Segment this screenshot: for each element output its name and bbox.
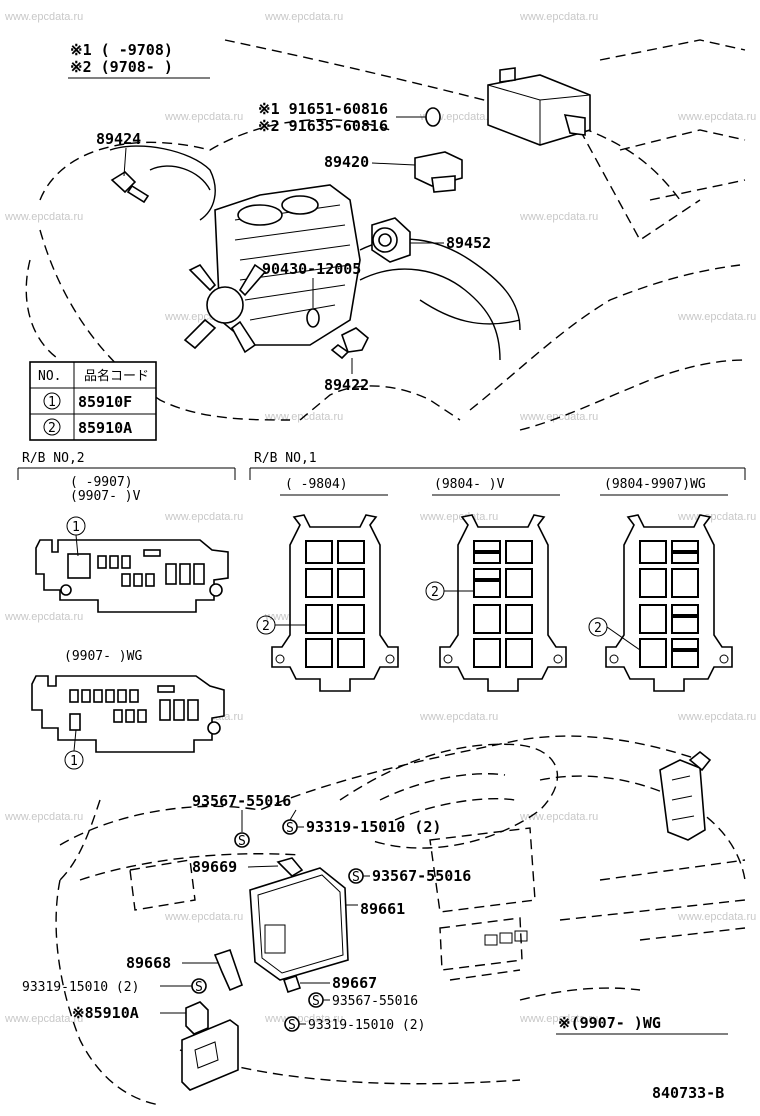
table-header-no: NO. (38, 369, 61, 384)
rb1-col3: (9804-9907)WG (604, 477, 706, 492)
rb2-sub3: (9907- )WG (64, 649, 142, 664)
intake-temp-sensor-icon (110, 170, 150, 204)
watermark: www.epcdata.ru (164, 511, 243, 523)
callout-85910a: ※85910A (72, 1004, 139, 1022)
rb2-title: R/B NO,2 (22, 451, 85, 466)
callout-93319-a: 93319-15010 (2) (306, 818, 441, 836)
callout-bolt-v2: ※2 91635-60816 (258, 117, 388, 135)
rb1-col2: (9804- )V (434, 477, 505, 492)
callout-89422: 89422 (324, 376, 369, 394)
svg-text:S: S (288, 1018, 296, 1033)
rb2-sub1: ( -9907) (70, 475, 133, 490)
table-row-code: 85910F (78, 393, 132, 411)
callout-89424: 89424 (96, 130, 141, 148)
top-callouts: 89424 ※1 91651-60816 ※2 91635-60816 8942… (96, 100, 491, 394)
watermark: www.epcdata.ru (264, 11, 343, 23)
relay-code-table: NO. 品名コード 1 85910F 2 85910A (29, 361, 157, 441)
watermark: www.epcdata.ru (419, 511, 498, 523)
svg-text:S: S (286, 821, 294, 836)
relay-ref-2: 2 (431, 585, 439, 600)
callout-89661: 89661 (360, 900, 405, 918)
fuse-block-2 (439, 514, 567, 692)
table-row-no: 2 (48, 421, 56, 436)
map-sensor-icon (414, 151, 463, 193)
bottom-callouts: 93567-55016 93319-15010 (2) 89669 93567-… (22, 792, 728, 1035)
relay-bracket-top (487, 67, 591, 146)
rb1-col1: ( -9804) (285, 477, 348, 492)
watermark: www.epcdata.ru (4, 611, 83, 623)
ecu-bracket-left (213, 948, 243, 992)
watermark: www.epcdata.ru (164, 911, 243, 923)
watermark: www.epcdata.ru (519, 811, 598, 823)
relay-block-no2-section: R/B NO,2 ( -9907) (9907- )V 1 (9907- )WG (17, 451, 236, 770)
watermark: www.epcdata.ru (264, 1013, 343, 1025)
callout-89668: 89668 (126, 954, 171, 972)
water-temp-sensor-icon (330, 327, 369, 360)
watermark: www.epcdata.ru (519, 211, 598, 223)
watermark: www.epcdata.ru (4, 811, 83, 823)
variant-note-2: ※2 (9708- ) (70, 58, 173, 76)
fuse-block-3 (605, 514, 733, 692)
watermark: www.epcdata.ru (4, 1013, 83, 1025)
relay-bracket-right (659, 750, 712, 841)
engine-ecu-icon (249, 867, 349, 981)
watermark: www.epcdata.ru (419, 711, 498, 723)
fan-icon (183, 263, 267, 354)
callout-93319-b: 93319-15010 (2) (22, 980, 139, 995)
table-row-no: 1 (48, 395, 56, 410)
svg-text:S: S (312, 994, 320, 1009)
watermark: www.epcdata.ru (519, 11, 598, 23)
rb2-sub2: (9907- )V (70, 489, 141, 504)
fuse-block-1 (271, 514, 399, 692)
variant-notes: ※1 ( -9708) ※2 (9708- ) (68, 41, 210, 79)
variant-note-1: ※1 ( -9708) (70, 41, 173, 59)
watermark: www.epcdata.ru (677, 911, 756, 923)
gasket-icon (306, 308, 320, 328)
callout-89452: 89452 (446, 234, 491, 252)
engine-bay-illustration (25, 39, 746, 431)
watermark: www.epcdata.ru (4, 211, 83, 223)
callout-93567-a: 93567-55016 (192, 792, 291, 810)
watermark: www.epcdata.ru (677, 111, 756, 123)
callout-89667: 89667 (332, 974, 377, 992)
throttle-position-sensor-icon (371, 217, 411, 263)
screw-icons: S S S S S S (191, 819, 364, 1033)
watermark: www.epcdata.ru (677, 511, 756, 523)
watermark: www.epcdata.ru (4, 11, 83, 23)
watermark: www.epcdata.ru (677, 711, 756, 723)
relay-ref-2: 2 (594, 621, 602, 636)
svg-text:S: S (238, 834, 246, 849)
dashboard-illustration: S S S S S S (55, 735, 746, 1106)
table-header-code: 品名コード (84, 368, 149, 384)
ecu-bracket-bottom (282, 974, 302, 994)
relay-block-no1-section: R/B NO,1 ( -9804) (9804- )V (9804-9907)W… (249, 451, 746, 692)
callout-93319-c: 93319-15010 (2) (308, 1018, 425, 1033)
bottom-note: ※(9907- )WG (558, 1014, 661, 1032)
document-code: 840733-B (652, 1084, 724, 1102)
relay-ref-2: 2 (262, 619, 270, 634)
callout-89669: 89669 (192, 858, 237, 876)
relay-ref-1: 1 (70, 754, 78, 769)
rb1-title: R/B NO,1 (254, 451, 317, 466)
svg-text:S: S (352, 870, 360, 885)
bolt-icon (425, 107, 441, 127)
callout-93567-b: 93567-55016 (372, 867, 471, 885)
callout-bolt-v1: ※1 91651-60816 (258, 100, 388, 118)
svg-text:S: S (195, 980, 203, 995)
ecu-bracket-top (276, 857, 304, 878)
watermark: www.epcdata.ru (519, 1013, 598, 1025)
watermark: www.epcdata.ru (677, 311, 756, 323)
table-row-code: 85910A (78, 419, 132, 437)
callout-90430: 90430-12005 (262, 260, 361, 278)
watermark: www.epcdata.ru (164, 111, 243, 123)
callout-89420: 89420 (324, 153, 369, 171)
callout-93567-c: 93567-55016 (332, 994, 418, 1009)
relay-85910a-icon (181, 1001, 239, 1091)
relay-ref-1: 1 (72, 520, 80, 535)
